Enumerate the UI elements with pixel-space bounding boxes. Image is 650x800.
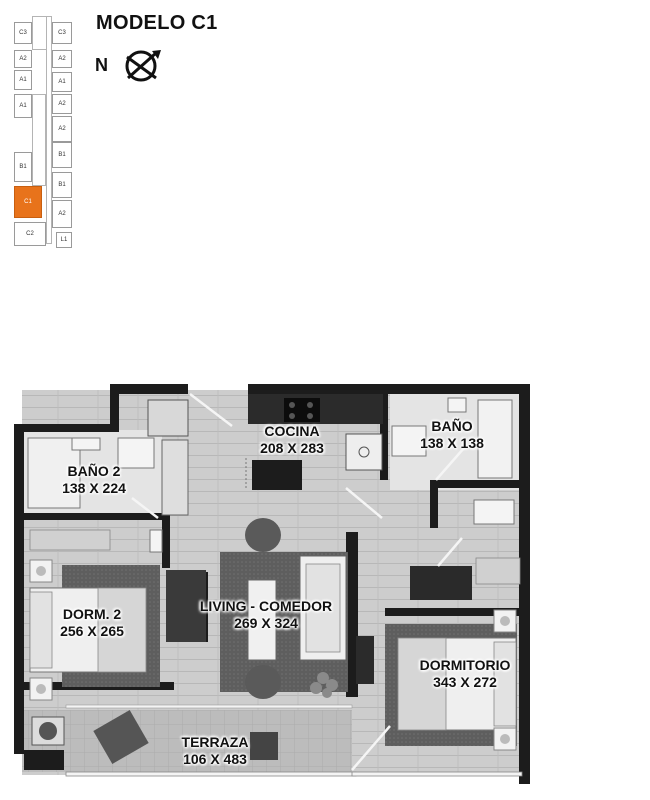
keyplan-unit: A1 bbox=[14, 70, 32, 90]
room-size: 208 X 283 bbox=[260, 440, 324, 456]
keyplan-unit: C3 bbox=[14, 22, 32, 44]
north-compass-icon bbox=[125, 50, 161, 82]
keyplan-unit: C2 bbox=[14, 222, 46, 246]
plant-icon bbox=[310, 672, 338, 698]
counter bbox=[161, 439, 189, 516]
terrace-floor bbox=[22, 710, 352, 772]
keyplan-unit: A2 bbox=[52, 94, 72, 114]
north-label: N bbox=[95, 55, 108, 75]
sink bbox=[117, 437, 155, 469]
room-label-bano: BAÑO 138 X 138 bbox=[406, 418, 498, 452]
shower bbox=[27, 437, 81, 509]
dining-table bbox=[247, 579, 277, 661]
keyplan-corridor bbox=[46, 16, 52, 244]
room-label-cocina: COCINA 208 X 283 bbox=[248, 423, 336, 457]
sink bbox=[391, 425, 427, 457]
building-key-plan: C3 A2 A1 A1 B1 C1 C2 C3 A2 A1 A2 A2 B1 B… bbox=[12, 12, 82, 250]
closet bbox=[473, 499, 515, 525]
keyplan-unit: A2 bbox=[14, 50, 32, 68]
fridge bbox=[147, 399, 189, 437]
desk bbox=[410, 566, 472, 600]
shelf bbox=[166, 570, 206, 642]
keyplan-unit: A2 bbox=[52, 200, 72, 228]
room-name: LIVING - COMEDOR bbox=[199, 598, 333, 614]
keyplan-unit: A1 bbox=[14, 94, 32, 118]
floor-plan-drawing bbox=[14, 384, 530, 784]
side-table bbox=[250, 732, 278, 760]
keyplan-corridor bbox=[32, 94, 46, 186]
room-size: 343 X 272 bbox=[433, 674, 497, 690]
room-label-terraza: TERRAZA 106 X 483 bbox=[162, 734, 268, 768]
closet bbox=[475, 557, 521, 585]
tv-unit bbox=[356, 636, 374, 684]
keyplan-unit-highlighted: C1 bbox=[14, 186, 42, 218]
floor-plan: COCINA 208 X 283 BAÑO 138 X 138 BAÑO 2 1… bbox=[0, 360, 650, 800]
doors bbox=[131, 393, 465, 771]
room-name: DORMITORIO bbox=[419, 657, 511, 673]
keyplan-unit: B1 bbox=[52, 142, 72, 168]
room-size: 106 X 483 bbox=[183, 751, 247, 767]
plan-title: MODELO C1 bbox=[96, 12, 218, 34]
chair bbox=[245, 518, 281, 552]
glass-railing bbox=[65, 771, 357, 777]
kitchen-island bbox=[252, 460, 302, 490]
room-name: TERRAZA bbox=[181, 734, 249, 750]
room-size: 256 X 265 bbox=[60, 623, 124, 639]
room-size: 269 X 324 bbox=[234, 615, 298, 631]
sliding-door bbox=[65, 704, 353, 709]
toilet bbox=[149, 529, 163, 553]
keyplan-unit: A2 bbox=[52, 116, 72, 142]
keyplan-unit: C3 bbox=[52, 22, 72, 44]
keyplan-unit: A2 bbox=[52, 50, 72, 68]
room-label-bano-2: BAÑO 2 138 X 224 bbox=[46, 463, 142, 497]
room-name: BAÑO 2 bbox=[67, 463, 121, 479]
keyplan-unit: B1 bbox=[14, 152, 32, 182]
room-name: COCINA bbox=[264, 423, 320, 439]
keyplan-unit: L1 bbox=[56, 232, 72, 248]
room-label-living-comedor: LIVING - COMEDOR 269 X 324 bbox=[176, 598, 356, 632]
room-label-dormitorio: DORMITORIO 343 X 272 bbox=[402, 657, 528, 691]
room-size: 138 X 138 bbox=[420, 435, 484, 451]
room-size: 138 X 224 bbox=[62, 480, 126, 496]
chair bbox=[245, 665, 281, 699]
room-label-dorm-2: DORM. 2 256 X 265 bbox=[44, 606, 140, 640]
room-name: DORM. 2 bbox=[62, 606, 122, 622]
room-name: BAÑO bbox=[431, 418, 473, 434]
cooktop bbox=[284, 398, 320, 422]
keyplan-unit: A1 bbox=[52, 72, 72, 92]
kitchen-sink bbox=[345, 433, 383, 471]
armchair bbox=[93, 710, 149, 764]
closet bbox=[29, 529, 111, 551]
keyplan-unit: B1 bbox=[52, 172, 72, 198]
bathtub bbox=[477, 399, 513, 479]
